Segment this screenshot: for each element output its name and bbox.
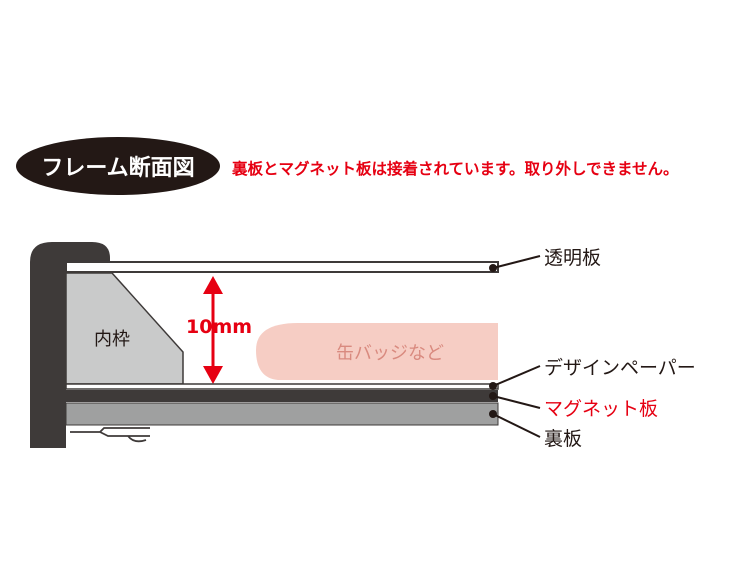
inner-frame-label: 内枠 [94, 329, 130, 350]
design-paper-label: デザインペーパー [544, 357, 696, 379]
inner-frame [65, 272, 184, 385]
dot-design-paper [489, 382, 497, 390]
dot-back-plate [489, 410, 497, 418]
design-paper [65, 383, 499, 390]
content-area [256, 323, 498, 380]
leader-lines [492, 255, 541, 438]
bonding-note: 裏板とマグネット板は接着されています。取り外しできません。 [231, 159, 679, 178]
clear-plate [65, 261, 499, 273]
back-plate [65, 402, 499, 426]
content-label: 缶バッジなど [336, 343, 444, 364]
magnet-plate-label: マグネット板 [544, 398, 658, 420]
title-badge [16, 137, 220, 195]
clear-plate-label: 透明板 [544, 247, 601, 269]
hanger-hook [70, 427, 150, 443]
outer-frame [30, 242, 110, 448]
gap-label: 10mm [186, 316, 252, 338]
dot-magnet-plate [489, 392, 497, 400]
gap-arrow-head-up [203, 276, 223, 294]
back-plate-label: 裏板 [544, 428, 582, 450]
gap-arrow-head-down [203, 366, 223, 384]
magnet-plate [66, 390, 498, 402]
dot-clear-plate [489, 264, 497, 272]
badge-title: フレーム断面図 [41, 155, 194, 181]
